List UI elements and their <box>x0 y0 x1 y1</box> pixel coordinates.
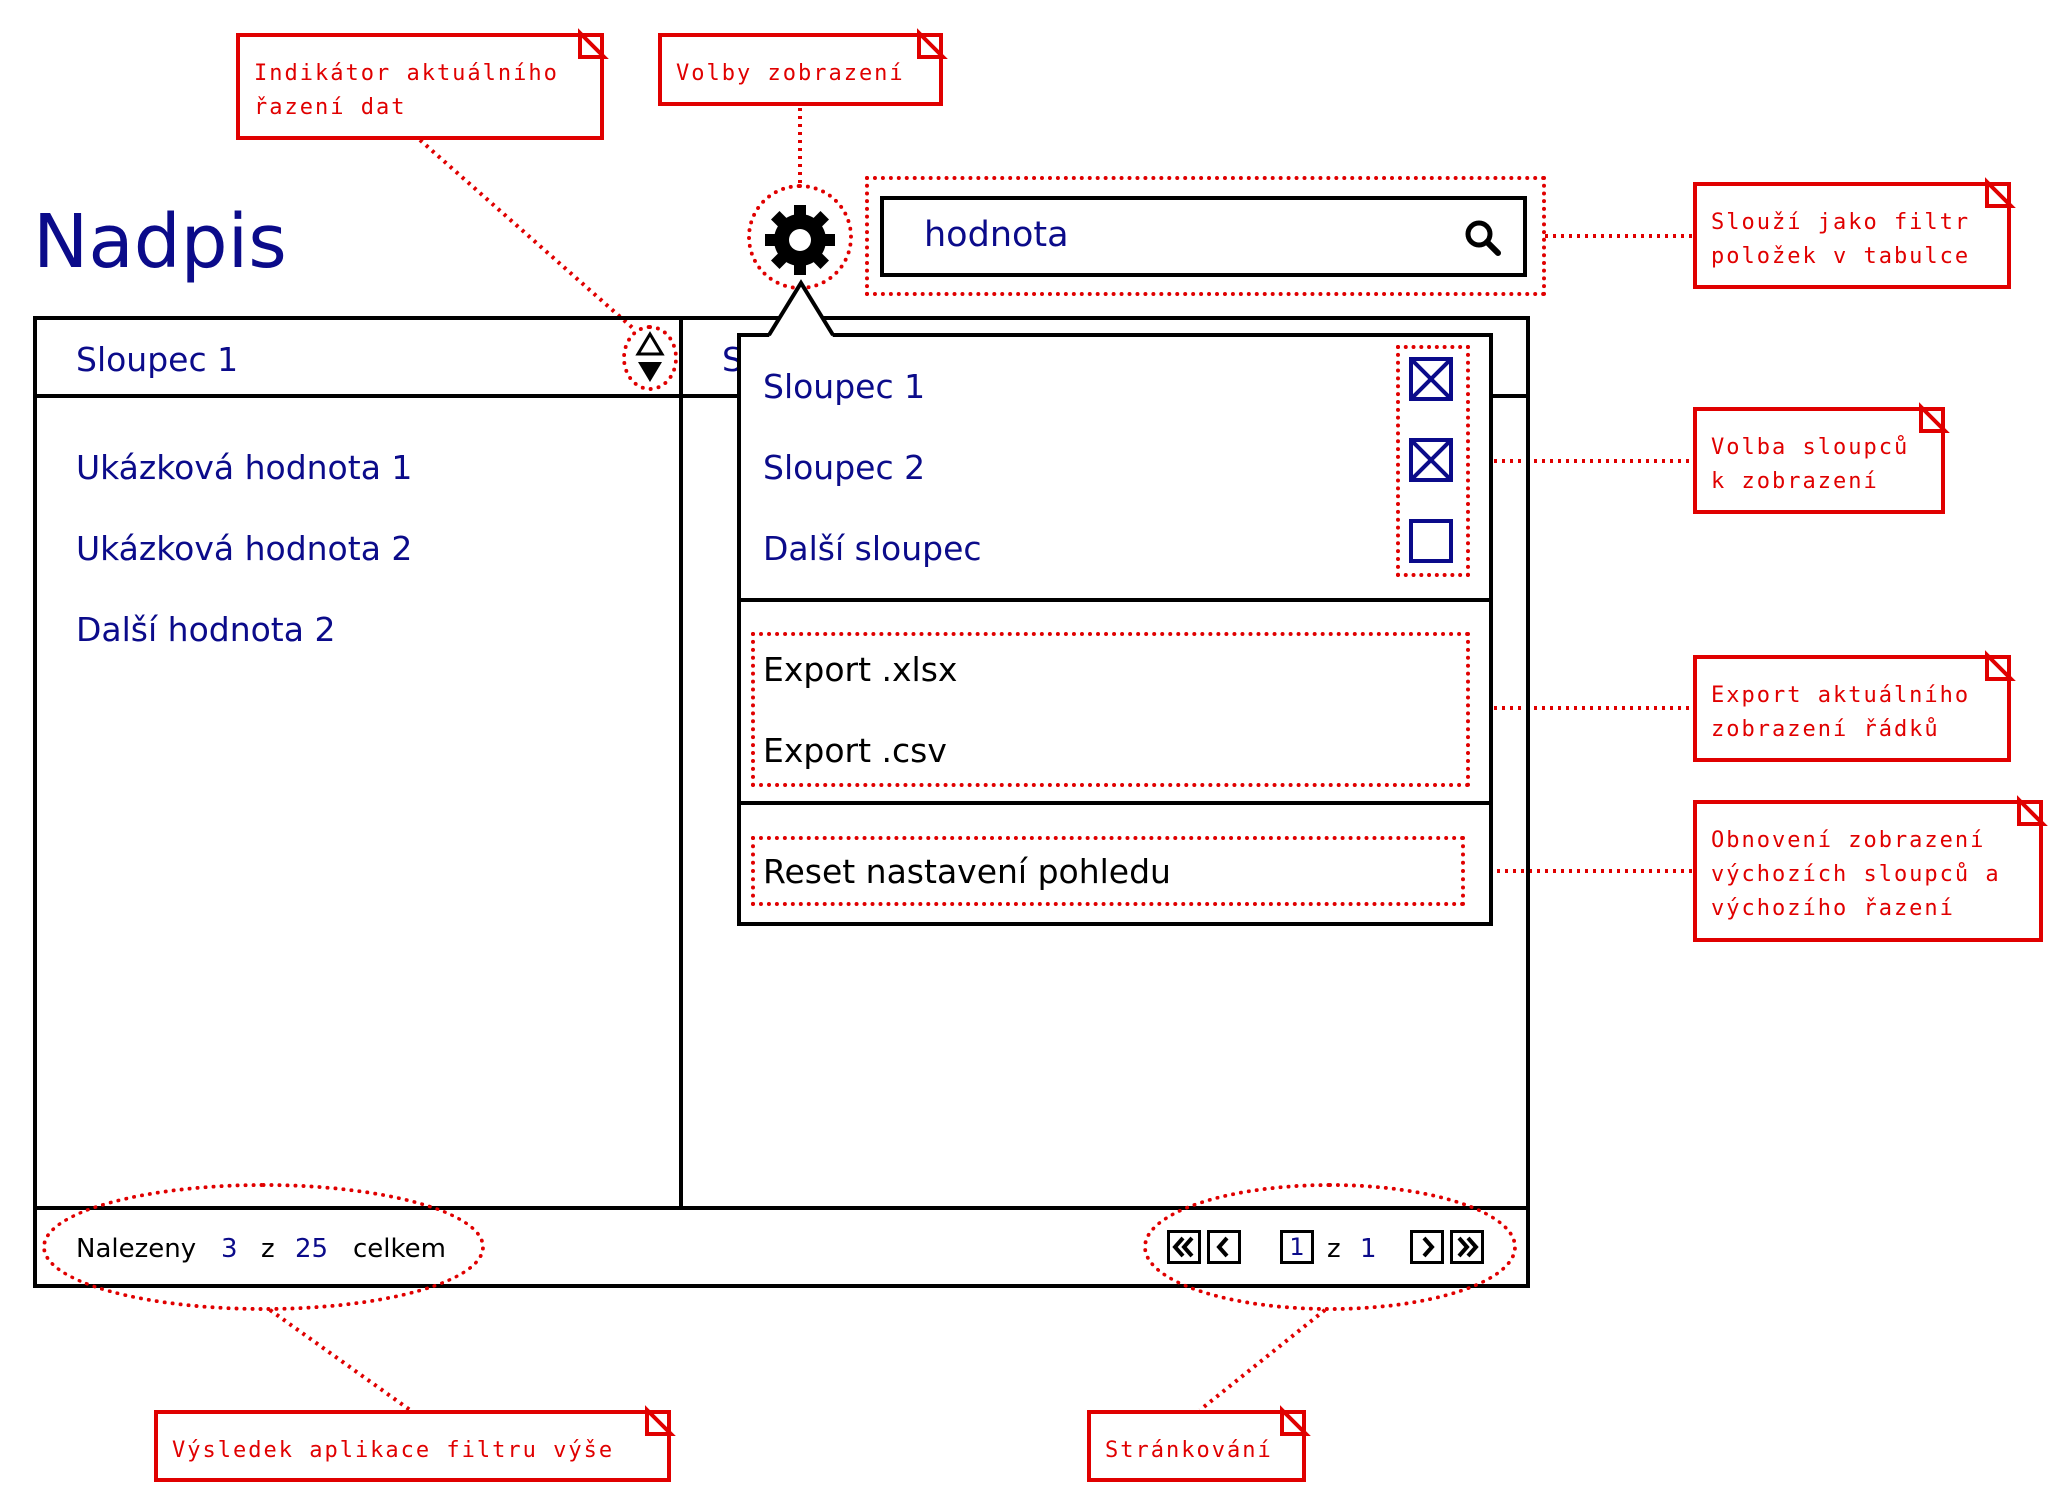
paging-highlight <box>1143 1183 1517 1311</box>
column-checkbox-2[interactable] <box>1409 438 1453 482</box>
note-filter-result: Výsledek aplikace filtru výše <box>154 1410 671 1482</box>
export-xlsx-item[interactable]: Export .xlsx <box>763 650 958 689</box>
checkbox-checked-icon <box>1411 440 1451 480</box>
column-option-label: Další sloupec <box>763 529 982 568</box>
column-checkbox-1[interactable] <box>1409 357 1453 401</box>
search-icon[interactable] <box>1463 218 1503 258</box>
popup-arrow <box>767 279 835 337</box>
search-input[interactable]: hodnota <box>880 196 1527 277</box>
checkbox-checked-icon <box>1411 359 1451 399</box>
note-paging: Stránkování <box>1087 1410 1306 1482</box>
checkbox-highlight <box>1396 345 1470 577</box>
note-column-choice: Volba sloupců k zobrazení <box>1693 407 1945 514</box>
result-highlight <box>42 1183 485 1311</box>
note-reset: Obnovení zobrazení výchozích sloupců a v… <box>1693 800 2043 942</box>
column-option-label: Sloupec 1 <box>763 367 926 406</box>
export-highlight <box>751 632 1470 787</box>
reset-highlight <box>751 836 1465 906</box>
note-view-options: Volby zobrazení <box>658 33 943 106</box>
column-checkbox-3[interactable] <box>1409 519 1453 563</box>
footer-divider <box>33 1206 1530 1210</box>
column-divider <box>679 316 683 1210</box>
view-options-popup <box>737 333 1493 926</box>
column-option-label: Sloupec 2 <box>763 448 926 487</box>
note-search-filter: Slouží jako filtr položek v tabulce <box>1693 182 2011 289</box>
note-export: Export aktuálního zobrazení řádků <box>1693 655 2011 762</box>
export-csv-item[interactable]: Export .csv <box>763 731 947 770</box>
sort-highlight <box>622 325 678 391</box>
search-value: hodnota <box>924 215 1069 255</box>
table-row: Ukázková hodnota 1 <box>76 448 413 487</box>
table-row: Další hodnota 2 <box>76 610 336 649</box>
reset-view-item[interactable]: Reset nastavení pohledu <box>763 852 1171 891</box>
note-sort-indicator: Indikátor aktuálního řazení dat <box>236 33 604 140</box>
popup-divider <box>737 598 1493 602</box>
table-row: Ukázková hodnota 2 <box>76 529 413 568</box>
popup-divider <box>737 801 1493 805</box>
column-header-1[interactable]: Sloupec 1 <box>76 340 239 379</box>
page-title: Nadpis <box>33 199 287 285</box>
search-highlight <box>865 176 1546 296</box>
